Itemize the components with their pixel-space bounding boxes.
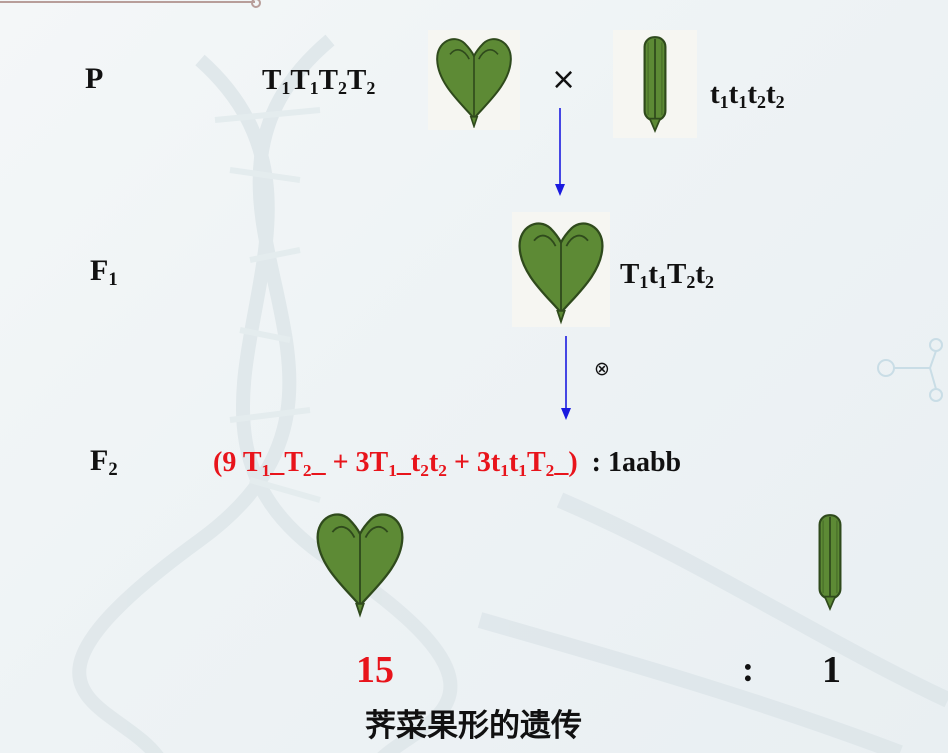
f2-genotype-formula: (9 T1_T2_ + 3T1_t2t2 + 3t1t1T2_) : 1aabb xyxy=(213,447,682,480)
f2-oval-fruit-icon xyxy=(810,510,850,619)
heart-fruit-icon xyxy=(428,30,520,130)
cross-symbol: × xyxy=(551,62,577,97)
selfing-arrow xyxy=(561,336,571,420)
ratio-heart-count: 15 xyxy=(356,649,394,691)
parent-recessive-genotype: t1t1t2t2 xyxy=(710,78,785,113)
selfing-symbol: ⊗ xyxy=(594,358,610,380)
generation-p-label: P xyxy=(85,62,104,95)
generation-f2-label: F2 xyxy=(90,444,118,481)
ratio-colon: : xyxy=(742,649,754,689)
f2-heart-fruit-icon xyxy=(310,505,410,625)
f1-heart-fruit-icon xyxy=(512,212,610,327)
generation-f1-label: F1 xyxy=(90,254,118,291)
cross-arrow xyxy=(555,108,565,196)
ratio-oval-count: 1 xyxy=(822,649,841,691)
oval-fruit-icon xyxy=(613,30,697,138)
slide-title: 荠菜果形的遗传 xyxy=(365,708,582,744)
f1-genotype: T1t1T2t2 xyxy=(620,258,714,293)
parent-dominant-genotype: T1T1T2T2 xyxy=(262,64,376,99)
